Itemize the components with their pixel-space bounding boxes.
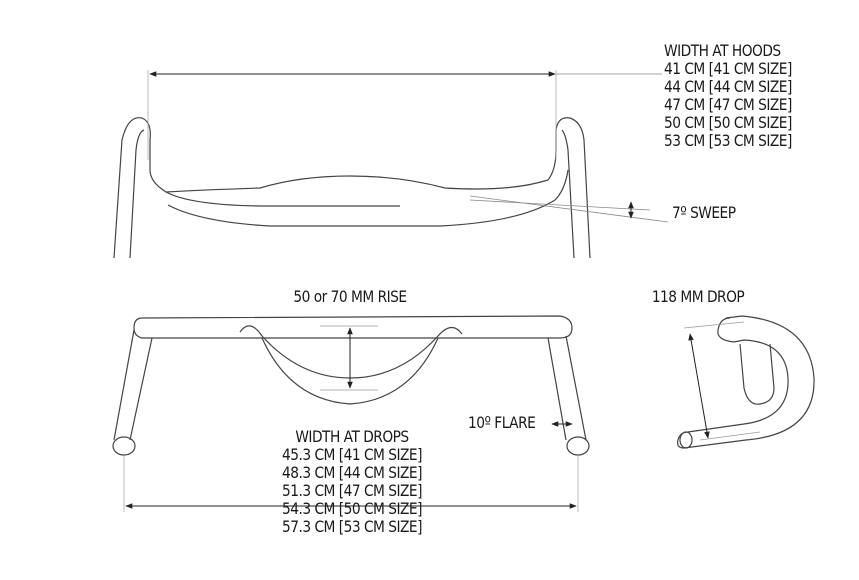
drops-size-50: 54.3 CM [50 CM SIZE]: [282, 499, 422, 518]
drops-width-block: WIDTH AT DROPS 45.3 CM [41 CM SIZE] 48.3…: [266, 428, 438, 536]
drops-size-41: 45.3 CM [41 CM SIZE]: [282, 445, 422, 464]
hoods-size-41: 41 CM [41 CM SIZE]: [664, 59, 792, 78]
flare-label: 10º FLARE: [468, 413, 536, 432]
drops-size-53: 57.3 CM [53 CM SIZE]: [282, 517, 422, 536]
side-view-handlebar: [677, 315, 815, 449]
hoods-width-title: WIDTH AT HOODS: [664, 41, 781, 60]
drop-label: 118 MM DROP: [651, 287, 745, 306]
sweep-label: 7º SWEEP: [672, 203, 736, 222]
drops-size-44: 48.3 CM [44 CM SIZE]: [282, 463, 422, 482]
hoods-size-53: 53 CM [53 CM SIZE]: [664, 131, 792, 150]
hoods-size-47: 47 CM [47 CM SIZE]: [664, 95, 792, 114]
hoods-size-44: 44 CM [44 CM SIZE]: [664, 77, 792, 96]
drops-size-47: 51.3 CM [47 CM SIZE]: [282, 481, 422, 500]
rise-label: 50 or 70 MM RISE: [293, 287, 407, 306]
drop-dimension: [688, 333, 710, 439]
hoods-size-50: 50 CM [50 CM SIZE]: [664, 113, 792, 132]
front-view-handlebar: [112, 315, 590, 456]
top-view-handlebar: [113, 117, 591, 259]
drops-width-title: WIDTH AT DROPS: [295, 427, 409, 446]
hoods-width-block: WIDTH AT HOODS 41 CM [41 CM SIZE] 44 CM …: [664, 42, 792, 150]
